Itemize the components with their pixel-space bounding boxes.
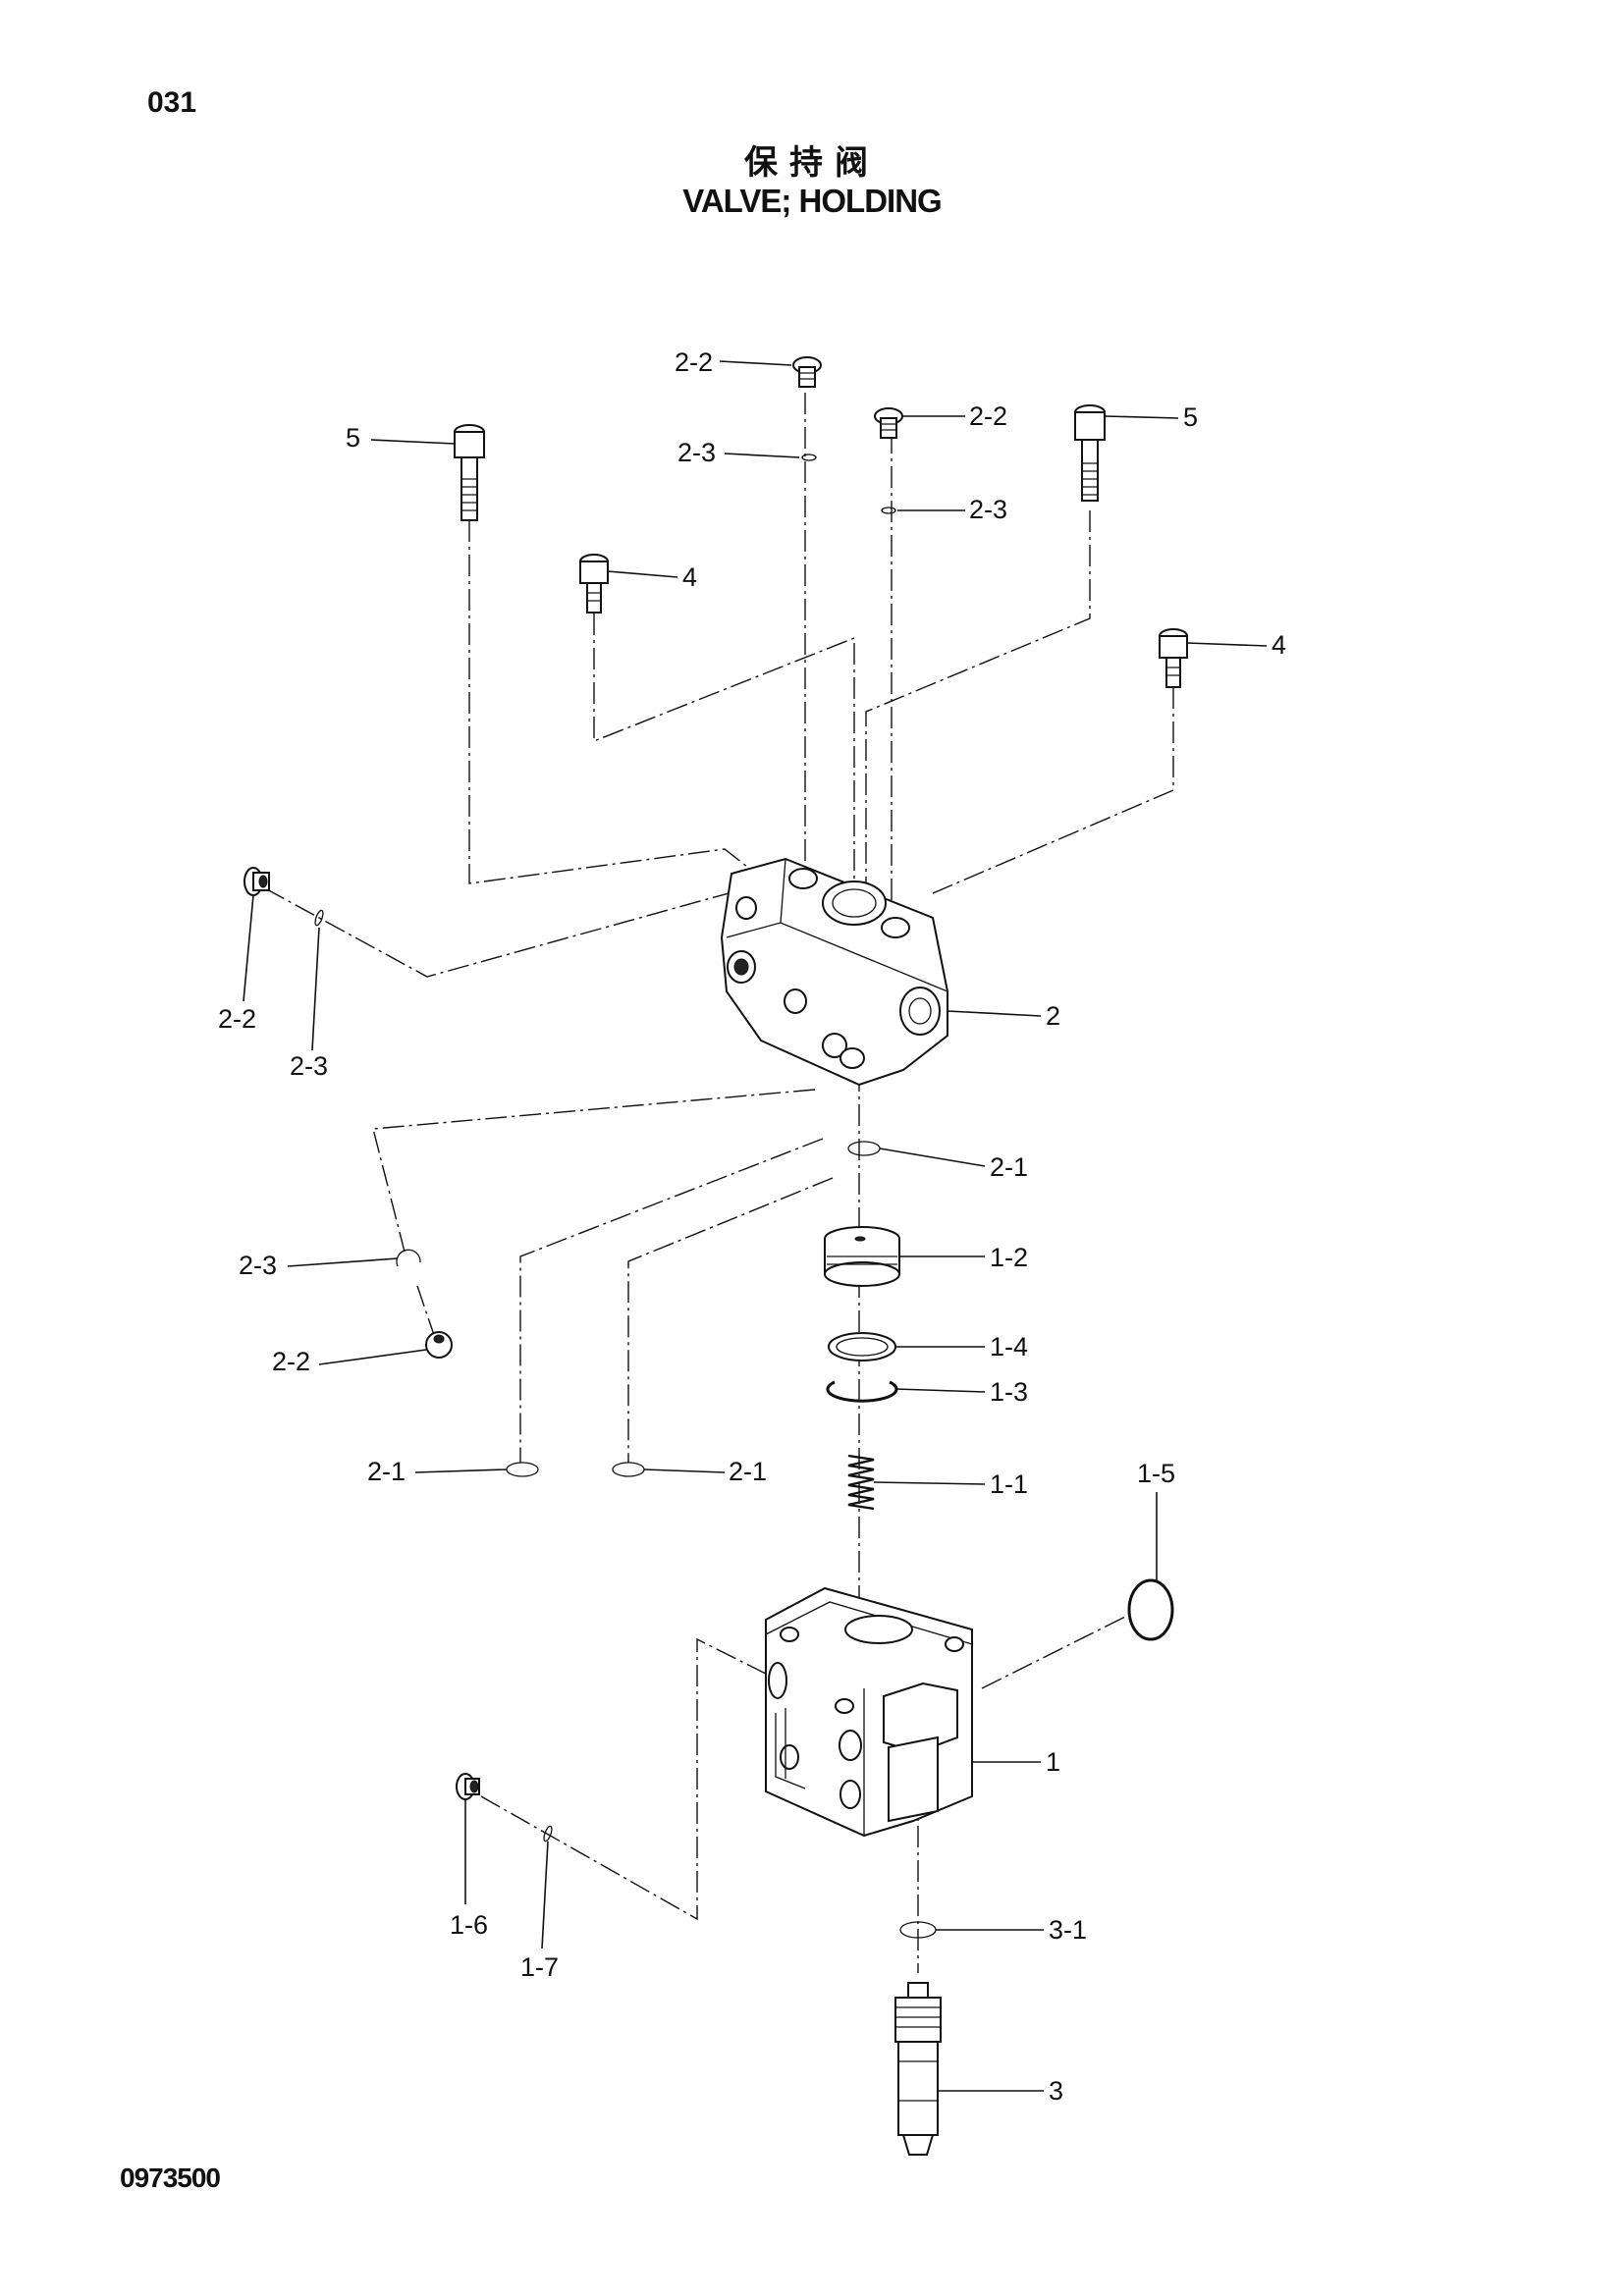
callout-label: 2-3 [677,438,716,467]
piston-1-2 [824,1226,900,1287]
callout-label: 2-2 [218,1004,256,1034]
drawing-code: 0973500 [120,2163,221,2193]
callout-label: 2 [1046,1001,1060,1031]
callout-label: 1 [1046,1747,1060,1777]
callout-label: 2-1 [729,1457,767,1486]
callout-label: 2-2 [969,401,1007,431]
oring-2-1-center [847,1141,881,1156]
oring-1-5 [1127,1578,1174,1641]
callout-label: 5 [1183,402,1198,432]
callout-label: 1-1 [990,1469,1028,1499]
valve-block-2 [720,857,948,1087]
callout-label: 1-5 [1137,1459,1175,1488]
valve-body-1 [765,1586,973,1838]
callout-label: 1-6 [450,1910,488,1940]
screw-5-right [1074,404,1106,502]
oring-1-7 [543,1825,553,1842]
callout-label: 5 [346,423,360,453]
oring-2-1-right [612,1462,645,1477]
callout-labels: 2-2 2-3 2-2 2-3 5 5 4 4 2-2 2-3 2 2-1 2-… [218,347,1286,2106]
title-english: VALVE; HOLDING [682,183,942,219]
center-lines [264,393,1174,1973]
callout-label: 2-1 [990,1152,1028,1182]
oring-2-1-left [506,1462,539,1477]
callout-label: 2-3 [239,1251,277,1280]
page-number: 031 [147,86,197,119]
spring-1-1 [847,1454,875,1511]
cartridge-3 [894,1982,942,2156]
plug-2-2-lower [425,1331,453,1359]
callout-label: 1-7 [520,1952,559,1982]
callout-label: 2-3 [290,1051,328,1081]
oring-2-3-left [314,909,324,927]
oring-2-3-lower [396,1249,421,1267]
callout-label: 1-2 [990,1243,1028,1272]
callout-label: 1-4 [990,1332,1028,1362]
title-chinese: 保持阀 [744,143,880,183]
ring-1-4 [828,1332,896,1362]
callout-label: 1-3 [990,1377,1028,1407]
oring-2-3-top [801,454,817,461]
snap-ring-1-3 [826,1380,898,1403]
parts [244,356,1188,2156]
callout-label: 2-3 [969,495,1007,524]
plug-2-2-top-right [874,407,903,439]
leader-lines [243,360,1268,2092]
plug-2-2-left [244,867,270,896]
callout-label: 3-1 [1049,1915,1087,1945]
callout-label: 2-2 [675,347,713,377]
screw-4-left [579,554,609,614]
callout-label: 2-2 [272,1347,310,1376]
screw-5-left [454,424,485,521]
plug-2-2-top [792,356,822,388]
screw-4-right [1159,628,1188,688]
callout-label: 4 [1272,630,1286,660]
callout-label: 3 [1049,2076,1063,2106]
callout-label: 2-1 [367,1457,406,1486]
callout-label: 4 [682,562,697,592]
plug-1-6 [456,1773,480,1800]
oring-2-3-top-right [881,507,896,514]
